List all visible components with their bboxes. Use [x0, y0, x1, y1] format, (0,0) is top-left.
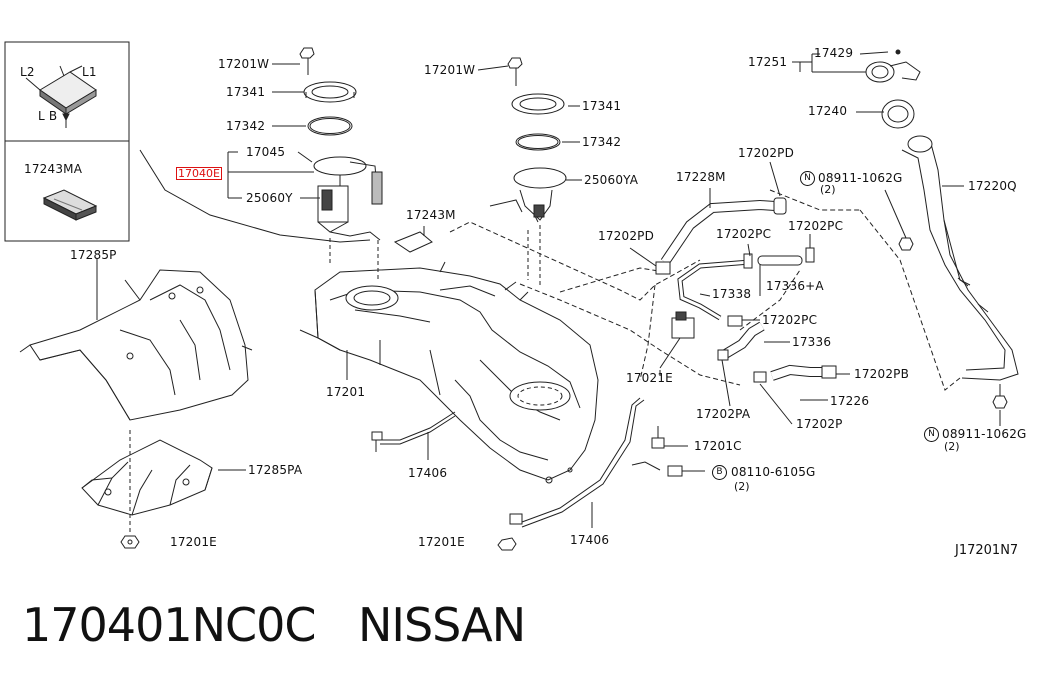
hose-17226-icon: [753, 364, 837, 383]
hose-17228M-icon: [660, 197, 787, 265]
part-label-17202PD-a[interactable]: 17202PD: [738, 146, 795, 160]
heat-shield-17285PA-icon: [81, 439, 213, 516]
part-label-17226[interactable]: 17226: [830, 394, 870, 408]
pad-17243M-icon: [393, 231, 433, 253]
dim-label-l2: L2: [20, 65, 35, 79]
seal-17342-a-icon: [307, 116, 353, 136]
bolt-17201C-icon: [651, 426, 705, 477]
filler-tube-17220Q-icon: [901, 135, 1019, 381]
fuel-pump-17040E-icon: [313, 156, 383, 241]
hose-17336A-icon: [757, 247, 815, 266]
part-label-17045[interactable]: 17045: [246, 145, 286, 159]
part-label-17202PC-b[interactable]: 17202PC: [788, 219, 844, 233]
nut-17201E-left-icon: [120, 535, 140, 549]
part-label-17341-a[interactable]: 17341: [226, 85, 266, 99]
part-label-17429[interactable]: 17429: [814, 46, 854, 60]
part-label-17220Q[interactable]: 17220Q: [968, 179, 1017, 193]
part-label-17201W-a[interactable]: 17201W: [218, 57, 270, 71]
bolt-17201W-b-icon: [507, 57, 523, 86]
bolt-b-symbol: B: [712, 465, 727, 480]
part-label-17285P[interactable]: 17285P: [70, 248, 117, 262]
qty-08911-b: (2): [944, 440, 960, 453]
part-label-17342-a[interactable]: 17342: [226, 119, 266, 133]
part-label-17336[interactable]: 17336: [792, 335, 832, 349]
part-label-17342-b[interactable]: 17342: [582, 135, 622, 149]
dim-label-lb: L B: [38, 109, 58, 123]
diagram-code: J17201N7: [955, 543, 1019, 558]
part-label-17202PC-c[interactable]: 17202PC: [762, 313, 818, 327]
part-label-17201C[interactable]: 17201C: [694, 439, 742, 453]
inset-box-dimensions: [4, 41, 130, 242]
lock-ring-17341-a-icon: [303, 81, 357, 103]
part-label-08911-1062G-b[interactable]: 08911-1062G: [942, 427, 1027, 441]
seal-17342-b-icon: [515, 133, 561, 151]
part-label-17243MA[interactable]: 17243MA: [24, 162, 83, 176]
part-label-17202P[interactable]: 17202P: [796, 417, 843, 431]
part-label-17406-b[interactable]: 17406: [570, 533, 610, 547]
nut-n-symbol-a: N: [800, 171, 815, 186]
strap-17406-a-icon: [371, 411, 456, 452]
qty-08911-a: (2): [820, 183, 836, 196]
part-label-17202PC-a[interactable]: 17202PC: [716, 227, 772, 241]
pad-17243MA-icon: [42, 189, 98, 221]
heat-shield-17285P-icon: [19, 269, 253, 421]
part-label-17243M[interactable]: 17243M: [406, 208, 456, 222]
filler-ring-17240-icon: [881, 99, 915, 129]
hose-17338-icon: [677, 253, 753, 321]
part-label-17202PA[interactable]: 17202PA: [696, 407, 751, 421]
nut-n-symbol-b: N: [924, 427, 939, 442]
dim-label-l1: L1: [82, 65, 97, 79]
fuel-tank-17201-icon: [299, 261, 599, 484]
part-label-17202PD-b[interactable]: 17202PD: [598, 229, 655, 243]
strap-17406-b-icon: [509, 397, 661, 528]
part-label-17021E[interactable]: 17021E: [626, 371, 673, 385]
part-label-17240[interactable]: 17240: [808, 104, 848, 118]
part-label-08911-1062G-a[interactable]: 08911-1062G: [818, 171, 903, 185]
nut-08911-a-icon: [898, 237, 914, 251]
part-label-25060YA[interactable]: 25060YA: [584, 173, 639, 187]
part-label-08110-6105G[interactable]: 08110-6105G: [731, 465, 816, 479]
part-label-17201[interactable]: 17201: [326, 385, 366, 399]
hose-17336-icon: [717, 315, 765, 361]
part-label-17336A[interactable]: 17336+A: [766, 279, 824, 293]
qty-08110: (2): [734, 480, 750, 493]
part-label-17201W-b[interactable]: 17201W: [424, 63, 476, 77]
part-label-17341-b[interactable]: 17341: [582, 99, 622, 113]
part-label-17201E-b[interactable]: 17201E: [418, 535, 465, 549]
nut-08911-b-icon: [992, 395, 1008, 409]
nut-17201E-right-icon: [497, 537, 517, 551]
filler-cap-17251-icon: [865, 49, 921, 83]
clamp-17202PD-icon: [655, 261, 671, 275]
part-label-17251[interactable]: 17251: [748, 55, 788, 69]
part-label-17338[interactable]: 17338: [712, 287, 752, 301]
part-label-25060Y[interactable]: 25060Y: [246, 191, 293, 205]
part-label-17285PA[interactable]: 17285PA: [248, 463, 303, 477]
part-label-17040E-highlighted[interactable]: 17040E: [176, 167, 222, 180]
part-label-17202PB[interactable]: 17202PB: [854, 367, 910, 381]
footer-brand: NISSAN: [358, 598, 526, 652]
valve-17021E-icon: [659, 311, 695, 369]
footer-part-number: 170401NC0C: [22, 598, 317, 652]
lock-ring-17341-b-icon: [511, 93, 565, 115]
part-label-17228M[interactable]: 17228M: [676, 170, 726, 184]
sender-25060YA-icon: [489, 167, 567, 223]
part-label-17201E-a[interactable]: 17201E: [170, 535, 217, 549]
part-label-17406-a[interactable]: 17406: [408, 466, 448, 480]
bolt-17201W-a-icon: [299, 47, 315, 75]
leader-lines: [227, 51, 964, 425]
